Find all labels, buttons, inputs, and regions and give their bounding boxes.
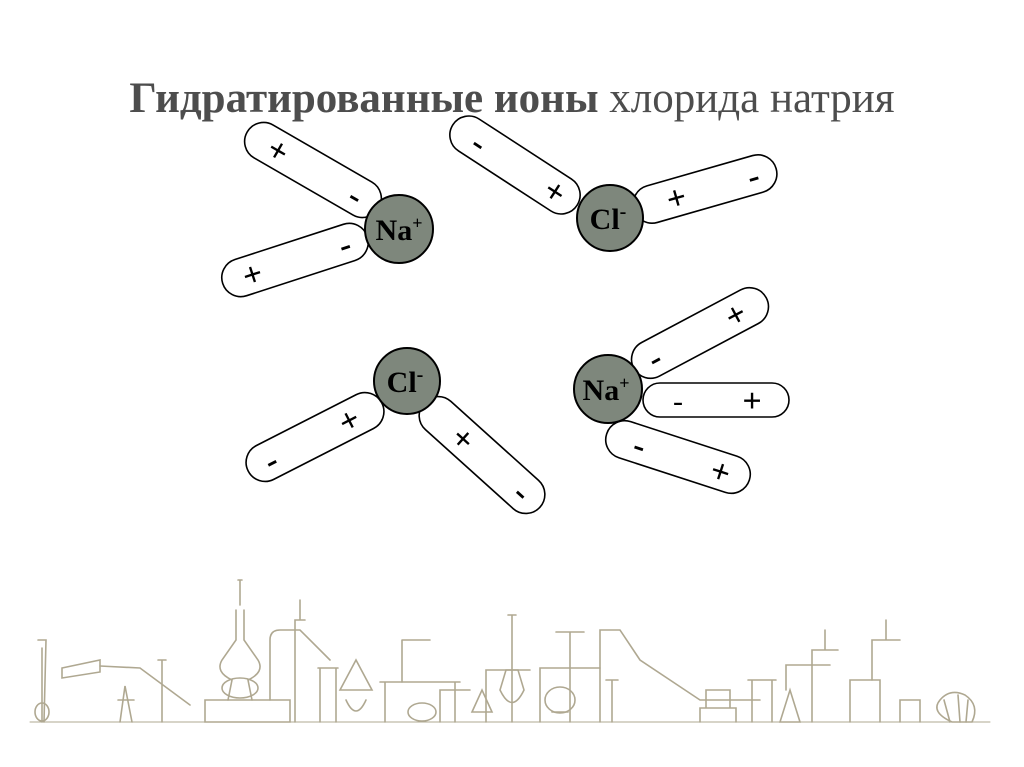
water-molecule: + - bbox=[243, 121, 383, 219]
na-ion-group-bottom: - + - + - + Na+ bbox=[573, 286, 790, 495]
cl-ion-label: Cl- bbox=[590, 201, 627, 236]
title-regular: хлорида натрия bbox=[609, 75, 895, 122]
title-bold: Гидратированные ионы bbox=[129, 75, 599, 122]
water-molecule: - + bbox=[245, 391, 385, 483]
cl-ion-label: Cl- bbox=[387, 364, 424, 399]
water-molecule: + - bbox=[220, 222, 370, 298]
na-ion-group-top: + - + - Na+ bbox=[220, 121, 434, 298]
water-molecule: - + bbox=[449, 115, 581, 215]
cl-ion-circle bbox=[373, 347, 441, 415]
water-molecule: + - bbox=[632, 154, 778, 224]
na-ion-label: Na+ bbox=[583, 373, 630, 407]
water-molecule: + - bbox=[418, 395, 546, 515]
na-ion-circle bbox=[364, 194, 434, 264]
cl-ion-circle bbox=[576, 184, 644, 252]
na-ion-label: Na+ bbox=[376, 213, 423, 247]
plus-sign: + bbox=[742, 383, 761, 420]
water-molecule: - + bbox=[630, 286, 770, 380]
cl-ion-group-bottom: - + + - Cl- bbox=[245, 347, 546, 515]
water-molecule: - + bbox=[604, 419, 752, 495]
na-ion-circle bbox=[573, 354, 643, 424]
lab-equipment-illustration bbox=[29, 579, 991, 723]
water-molecule: - + bbox=[642, 382, 790, 420]
slide-title: Гидратированные ионы хлорида натрия bbox=[0, 74, 1024, 123]
cl-ion-group-top: - + + - Cl- bbox=[449, 115, 778, 252]
minus-sign: - bbox=[673, 385, 683, 418]
